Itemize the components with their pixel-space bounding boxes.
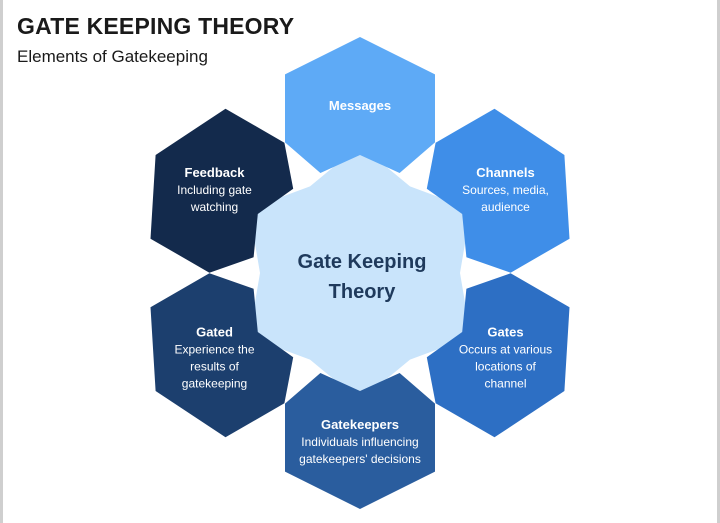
center-label-line2: Theory: [329, 281, 397, 303]
center-label-line1: Gate Keeping: [298, 251, 427, 273]
segment-shape-feedback: [150, 108, 294, 273]
segment-desc-channels: audience: [481, 200, 530, 214]
slide-border-left: [0, 0, 3, 523]
segment-desc-channels: Sources, media,: [462, 183, 549, 197]
segment-desc-gated: results of: [190, 360, 239, 374]
segment-messages: Messages: [285, 37, 435, 173]
segment-desc-gated: gatekeeping: [182, 377, 247, 391]
segment-desc-gated: Experience the: [174, 343, 254, 357]
segment-title-feedback: Feedback: [185, 165, 246, 180]
segment-title-gates: Gates: [487, 325, 523, 340]
segment-desc-gates: locations of: [475, 360, 536, 374]
segment-title-gated: Gated: [196, 325, 233, 340]
page-subtitle: Elements of Gatekeeping: [17, 47, 208, 66]
segment-desc-gatekeepers: Individuals influencing: [301, 435, 418, 449]
center-star: [249, 145, 471, 401]
segment-title-gatekeepers: Gatekeepers: [321, 417, 399, 432]
segment-desc-gates: Occurs at various: [459, 343, 552, 357]
slide-border-right: [717, 0, 720, 523]
center-label: Gate Keeping Theory: [298, 251, 427, 303]
segment-title-messages: Messages: [329, 98, 391, 113]
segment-shape-gates: [426, 273, 570, 438]
segment-title-channels: Channels: [476, 165, 535, 180]
segment-desc-feedback: Including gate: [177, 183, 252, 197]
segment-desc-gates: channel: [484, 377, 526, 391]
center-shape: [249, 145, 471, 401]
segment-desc-feedback: watching: [190, 200, 238, 214]
segment-shape-gatekeepers: [285, 373, 435, 509]
segment-shape-channels: [426, 108, 570, 273]
page-title: GATE KEEPING THEORY: [17, 13, 295, 39]
segment-shape-messages: [285, 37, 435, 173]
segment-desc-gatekeepers: gatekeepers' decisions: [299, 452, 421, 466]
segment-shape-gated: [150, 273, 294, 438]
